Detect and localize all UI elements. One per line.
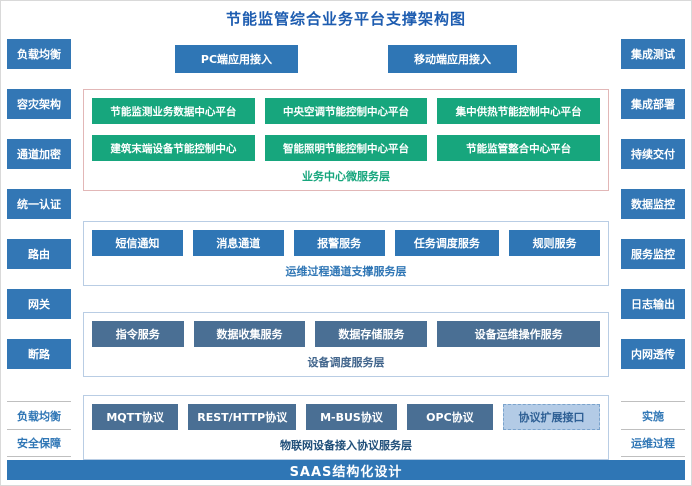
device-row: 指令服务 数据收集服务 数据存储服务 设备运维操作服务 — [92, 321, 600, 348]
right-node-service-monitoring: 服务监控 — [621, 239, 685, 270]
channel-node-task-scheduling: 任务调度服务 — [394, 230, 500, 257]
device-node-data-storage: 数据存储服务 — [315, 321, 428, 348]
device-layer-label: 设备调度服务层 — [307, 356, 385, 370]
left-node-gateway: 网关 — [7, 289, 71, 320]
left-sidebar-footer: 负载均衡 安全保障 — [7, 401, 71, 458]
iot-node-rest-http: REST/HTTP协议 — [188, 404, 297, 431]
center-column: PC端应用接入 移动端应用接入 节能监测业务数据中心平台 中央空调节能控制中心平… — [83, 31, 609, 461]
business-node-terminal-device-control: 建筑末端设备节能控制中心 — [92, 135, 255, 162]
right-node-integration-deploy: 集成部署 — [621, 89, 685, 120]
left-sidebar: 负载均衡 容灾架构 通道加密 统一认证 路由 网关 断路 负载均衡 安全保障 — [7, 31, 71, 460]
left-node-unified-auth: 统一认证 — [7, 189, 71, 220]
saas-design-bar: SAAS结构化设计 — [7, 460, 685, 480]
iot-node-mbus: M-BUS协议 — [306, 404, 397, 431]
right-node-data-monitoring: 数据监控 — [621, 189, 685, 220]
right-sidebar: 集成测试 集成部署 持续交付 数据监控 服务监控 日志输出 内网透传 实施 运维… — [621, 31, 685, 460]
device-layer-group: 指令服务 数据收集服务 数据存储服务 设备运维操作服务 设备调度服务层 — [83, 312, 609, 378]
iot-node-protocol-extension: 协议扩展接口 — [503, 404, 600, 431]
channel-layer-label: 运维过程通道支撑服务层 — [285, 265, 407, 279]
channel-node-alarm: 报警服务 — [293, 230, 385, 257]
business-node-hvac-control-center: 中央空调节能控制中心平台 — [264, 98, 428, 125]
business-node-heating-control-center: 集中供热节能控制中心平台 — [437, 98, 601, 125]
right-node-log-output: 日志输出 — [621, 289, 685, 320]
right-node-continuous-delivery: 持续交付 — [621, 139, 685, 170]
channel-node-message: 消息通道 — [192, 230, 284, 257]
page-title: 节能监管综合业务平台支撑架构图 — [225, 9, 466, 28]
iot-layer-label: 物联网设备接入协议服务层 — [280, 439, 412, 453]
device-node-command: 指令服务 — [92, 321, 184, 348]
channel-node-rules: 规则服务 — [509, 230, 600, 257]
device-node-ops-operation: 设备运维操作服务 — [437, 321, 600, 348]
mobile-access-node: 移动端应用接入 — [388, 45, 518, 74]
access-row: PC端应用接入 移动端应用接入 — [83, 45, 609, 74]
right-footer-label-implementation: 实施 — [642, 409, 664, 423]
right-sidebar-footer: 实施 运维过程 — [621, 401, 685, 458]
business-layer-group: 节能监测业务数据中心平台 中央空调节能控制中心平台 集中供热节能控制中心平台 建… — [83, 89, 609, 192]
business-layer-label: 业务中心微服务层 — [302, 170, 390, 184]
diagram-body: 负载均衡 容灾架构 通道加密 统一认证 路由 网关 断路 负载均衡 安全保障 P… — [1, 31, 691, 461]
left-node-channel-encryption: 通道加密 — [7, 139, 71, 170]
left-footer-label-load-balance: 负载均衡 — [17, 409, 61, 423]
channel-row: 短信通知 消息通道 报警服务 任务调度服务 规则服务 — [92, 230, 600, 257]
left-node-circuit-break: 断路 — [7, 339, 71, 370]
left-node-routing: 路由 — [7, 239, 71, 270]
iot-row: MQTT协议 REST/HTTP协议 M-BUS协议 OPC协议 协议扩展接口 — [92, 404, 600, 431]
business-row-2: 建筑末端设备节能控制中心 智能照明节能控制中心平台 节能监管整合中心平台 — [92, 135, 601, 162]
left-node-disaster-recovery: 容灾架构 — [7, 89, 71, 120]
iot-node-mqtt: MQTT协议 — [92, 404, 179, 431]
iot-node-opc: OPC协议 — [406, 404, 494, 431]
right-node-intranet-passthrough: 内网透传 — [621, 339, 685, 370]
business-node-supervision-integration: 节能监管整合中心平台 — [437, 135, 601, 162]
left-node-load-balance: 负载均衡 — [7, 39, 71, 70]
channel-node-sms: 短信通知 — [92, 230, 183, 257]
business-node-smart-lighting-control: 智能照明节能控制中心平台 — [264, 135, 428, 162]
iot-layer-group: MQTT协议 REST/HTTP协议 M-BUS协议 OPC协议 协议扩展接口 … — [83, 395, 609, 461]
pc-access-node: PC端应用接入 — [174, 45, 299, 74]
business-node-monitor-data-center: 节能监测业务数据中心平台 — [92, 98, 255, 125]
right-node-integration-test: 集成测试 — [621, 39, 685, 70]
title-row: 节能监管综合业务平台支撑架构图 — [1, 1, 691, 31]
device-node-data-collection: 数据收集服务 — [193, 321, 306, 348]
right-footer-label-ops-process: 运维过程 — [621, 429, 685, 456]
business-row-1: 节能监测业务数据中心平台 中央空调节能控制中心平台 集中供热节能控制中心平台 — [92, 98, 601, 125]
channel-layer-group: 短信通知 消息通道 报警服务 任务调度服务 规则服务 运维过程通道支撑服务层 — [83, 221, 609, 287]
left-footer-label-security: 安全保障 — [7, 429, 71, 456]
